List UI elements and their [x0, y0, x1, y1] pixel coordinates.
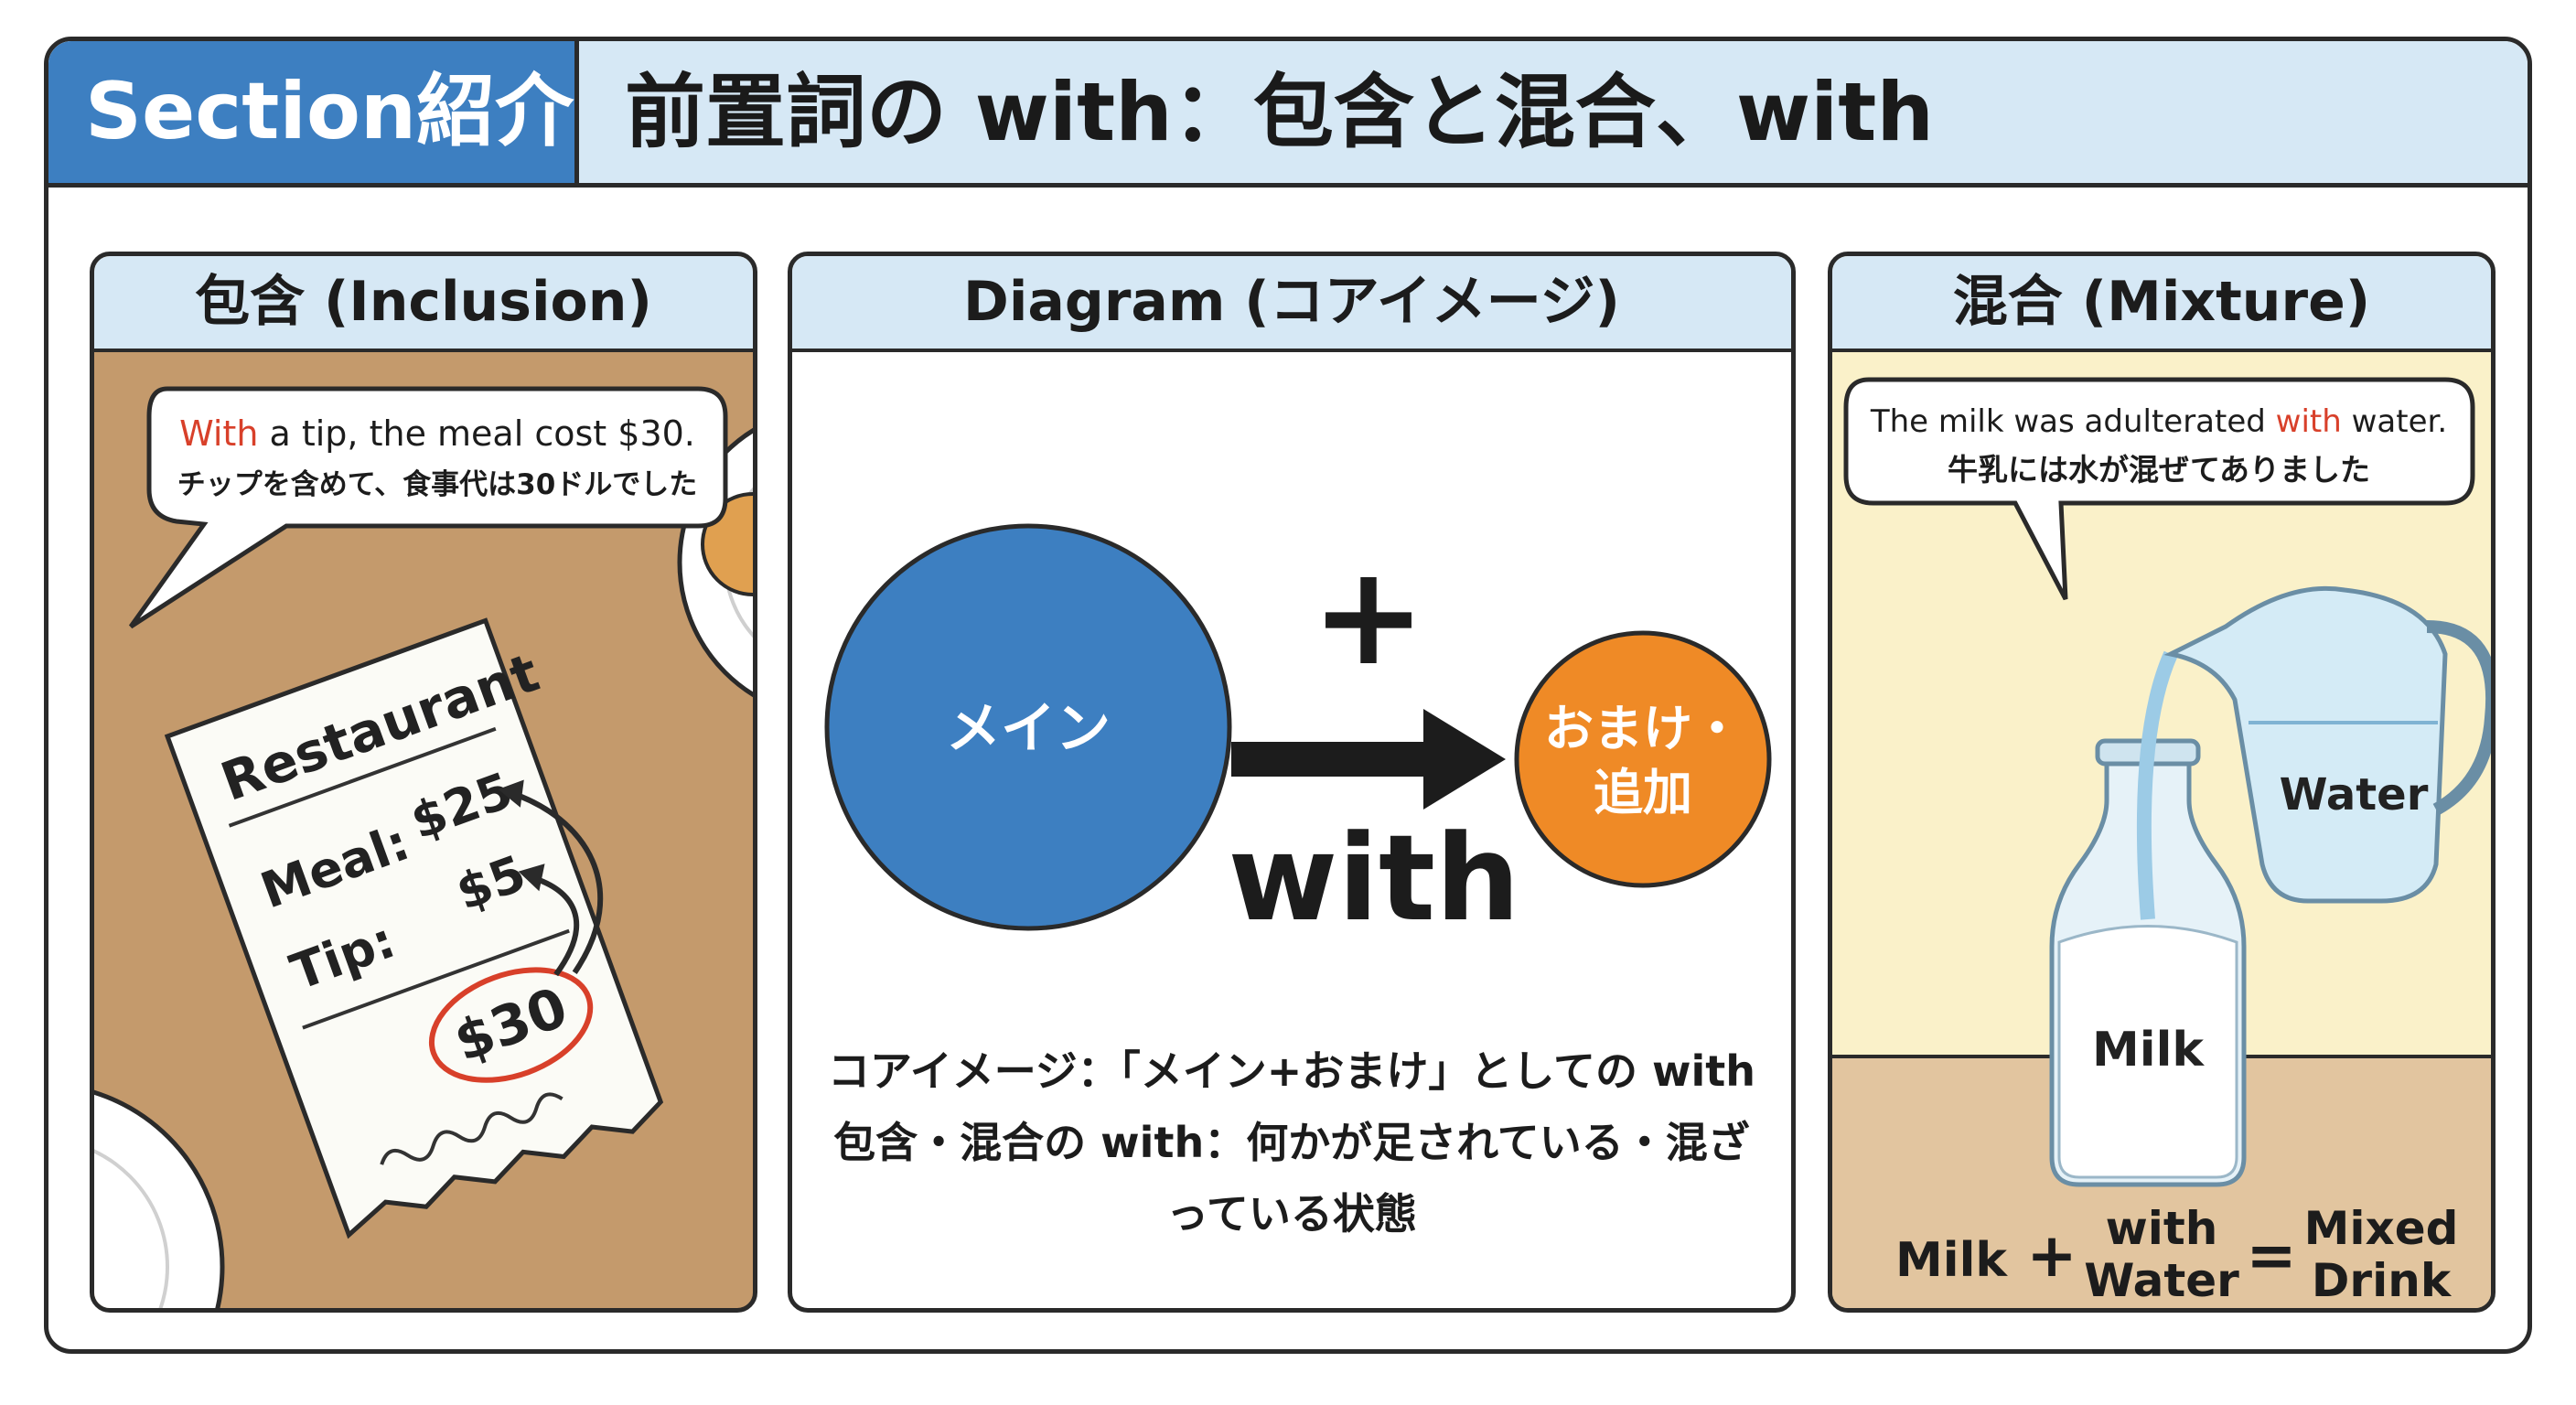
extra-circle: [1514, 630, 1772, 888]
diagram-panel: Diagram (コアイメージ) メイン + with おまけ・ 追加 コアイメ…: [788, 252, 1796, 1313]
arrow-to-tip-head: [518, 863, 545, 892]
signature-squiggle: [380, 1092, 564, 1165]
slide-frame: Section紹介 前置詞の with：包含と混合、with 包含 (Inclu…: [44, 37, 2532, 1354]
equation-drink: Drink: [2312, 1254, 2453, 1307]
equation-water: Water: [2084, 1254, 2239, 1307]
bubble-japanese: チップを含めて、食事代は30ドルでした: [177, 468, 698, 501]
extra-label-line2: 追加: [1594, 764, 1692, 821]
pitcher-label: Water: [2280, 769, 2429, 820]
page-title: 前置詞の with：包含と混合、with: [625, 65, 1934, 159]
equation-term-milk: Milk: [1895, 1233, 2008, 1288]
bubble-english-after: water.: [2342, 403, 2447, 440]
bubble-english-rest: a tip, the meal cost $30.: [258, 413, 694, 454]
milk-fill: [2057, 925, 2238, 1179]
bubble-japanese: 牛乳には水が混ぜてありました: [1948, 452, 2370, 488]
header-bar: Section紹介 前置詞の with：包含と混合、with: [48, 41, 2528, 188]
bubble-with-word: with: [2276, 403, 2342, 440]
section-label: Section紹介: [48, 41, 579, 183]
equation-with: with: [2106, 1202, 2218, 1255]
total-circle: [428, 967, 594, 1083]
bubble-english-before: The milk was adulterated: [1870, 403, 2276, 440]
speech-bubble: [128, 386, 728, 629]
svg-text:With a tip, the meal cost $30.: With a tip, the meal cost $30.: [179, 413, 695, 454]
main-circle: [824, 523, 1232, 931]
plate-bottom-left: [94, 1089, 225, 1308]
water-stream: [2136, 650, 2178, 920]
svg-text:The milk was adulterated with: The milk was adulterated with water.: [1870, 403, 2447, 440]
receipt-divider-bottom: [302, 928, 570, 1030]
bottle-label: Milk: [2092, 1023, 2205, 1078]
bubble-with-word: With: [179, 413, 258, 454]
inclusion-heading: 包含 (Inclusion): [94, 256, 753, 352]
equation-plus: +: [2026, 1220, 2077, 1291]
caption-line-1: コアイメージ：「メイン+おまけ」としての with: [828, 1046, 1755, 1096]
caption-line-3: っている状態: [1166, 1189, 1417, 1239]
caption-line-2: 包含・混合の with：何かが足されている・混ざ: [833, 1118, 1750, 1167]
pitcher-handle: [2426, 620, 2491, 816]
receipt-paper: [164, 617, 664, 1239]
main-label: メイン: [946, 697, 1111, 761]
inclusion-illustration: With a tip, the meal cost $30. チップを含めて、食…: [94, 386, 753, 1308]
core-image-diagram: メイン + with おまけ・ 追加 コアイメージ：「メイン+おまけ」としての …: [824, 523, 1772, 1239]
speech-bubble: [1843, 377, 2475, 601]
plus-symbol: +: [1311, 537, 1426, 696]
arrow-head: [1423, 709, 1506, 810]
diagram-heading: Diagram (コアイメージ): [792, 256, 1791, 352]
with-label: with: [1228, 809, 1519, 948]
arrow-to-meal-head: [498, 779, 524, 808]
equation-mixed: Mixed: [2304, 1202, 2459, 1255]
mixture-heading: 混合 (Mixture): [1832, 256, 2491, 352]
receipt: Restaurant Meal: $25 Tip: $5 $30: [164, 617, 664, 1239]
plate-inner-bottom-left: [94, 1149, 169, 1308]
inclusion-panel: 包含 (Inclusion) With a tip, the meal cost…: [90, 252, 757, 1313]
receipt-divider-top: [228, 726, 497, 828]
mixture-panel: 混合 (Mixture) The milk was adulterated wi…: [1828, 252, 2496, 1313]
mixture-illustration: The milk was adulterated with water. 牛乳に…: [1832, 377, 2491, 1308]
arrow-to-tip: [529, 874, 580, 977]
extra-label-line1: おまけ・: [1544, 700, 1742, 757]
equation-equals: =: [2246, 1220, 2296, 1291]
arrow-to-meal: [508, 789, 604, 974]
water-pitcher: [2163, 585, 2448, 904]
